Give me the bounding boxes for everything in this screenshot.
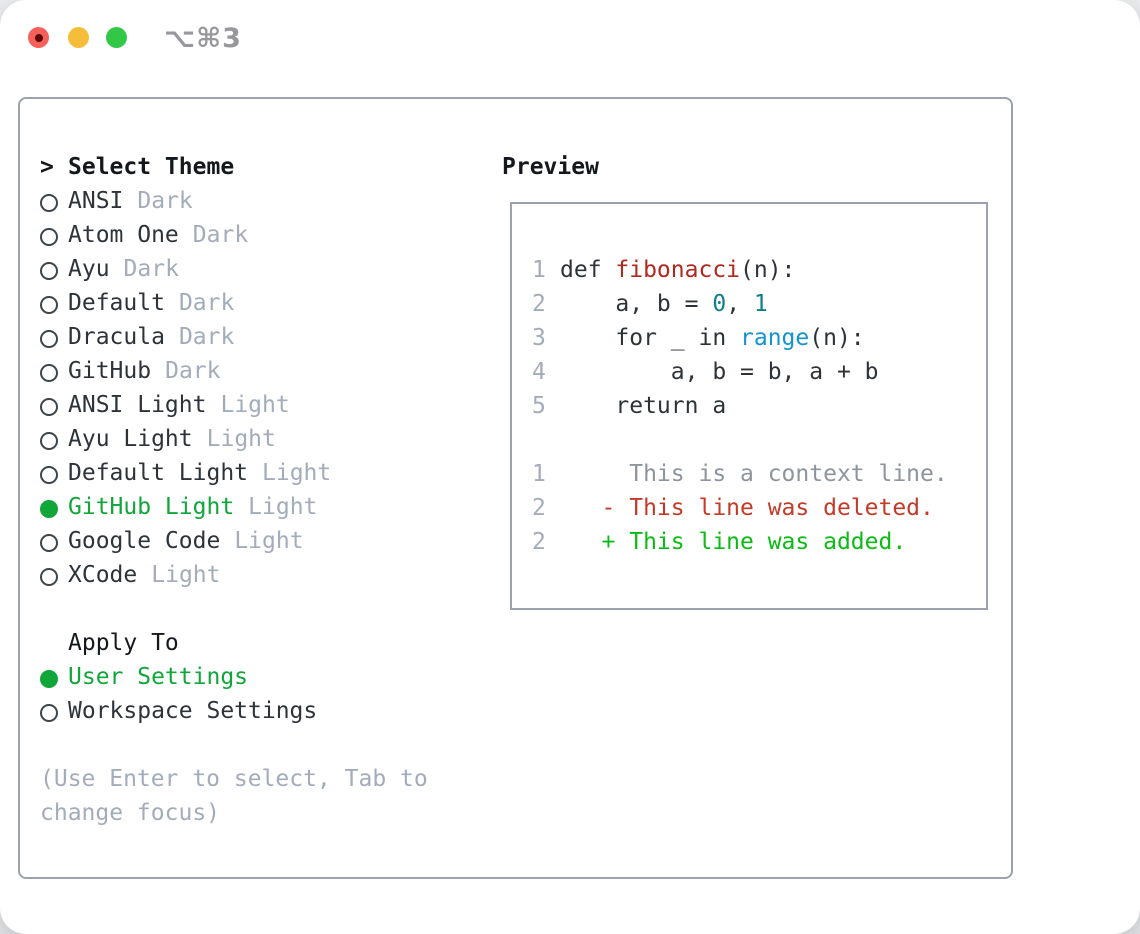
theme-option-atom-one[interactable]: Atom One Dark (40, 218, 331, 252)
theme-variant-label: Dark (137, 188, 193, 214)
code-line: 5 return a (532, 389, 948, 423)
theme-option-google-code[interactable]: Google Code Light (40, 524, 331, 558)
theme-variant-label: Light (151, 562, 221, 588)
code-text: return a (560, 393, 727, 419)
line-number: 2 (532, 495, 546, 521)
option-label: GitHub Light (68, 494, 235, 520)
theme-option-default-light[interactable]: Default Light Light (40, 456, 331, 490)
theme-variant-label: Dark (178, 324, 235, 350)
radio-unselected-icon (40, 558, 68, 592)
option-label: Dracula (68, 324, 165, 350)
apply-option-workspace-settings[interactable]: Workspace Settings (40, 694, 317, 728)
theme-option-github-light[interactable]: GitHub Light Light (40, 490, 331, 524)
radio-unselected-icon (40, 320, 68, 354)
theme-variant-label: Light (248, 494, 318, 520)
radio-unselected-icon (40, 354, 68, 388)
radio-selected-icon (40, 490, 68, 524)
preview-title: Preview (502, 154, 599, 180)
option-label: Atom One (68, 222, 179, 248)
code-text: def fibonacci(n): (560, 257, 796, 283)
radio-unselected-icon (40, 388, 68, 422)
option-label: ANSI Light (68, 392, 207, 418)
radio-unselected-icon (40, 184, 68, 218)
window-title: ⌥⌘3 (164, 23, 242, 54)
radio-unselected-icon (40, 422, 68, 456)
code-line: 1 def fibonacci(n): (532, 253, 948, 287)
code-line: 2 + This line was added. (532, 525, 948, 559)
line-number: 1 (532, 461, 546, 487)
theme-variant-label: Light (262, 460, 332, 486)
select-theme-header: > Select Theme (40, 150, 234, 184)
option-label: GitHub (68, 358, 152, 384)
option-label: Workspace Settings (68, 698, 318, 724)
theme-variant-label: Dark (123, 256, 179, 282)
minimize-button[interactable] (68, 27, 89, 48)
theme-option-ayu-light[interactable]: Ayu Light Light (40, 422, 331, 456)
line-number: 4 (532, 359, 546, 385)
code-line: 2 - This line was deleted. (532, 491, 948, 525)
apply-to-title: Apply To (68, 630, 179, 656)
option-label: User Settings (68, 664, 249, 690)
radio-unselected-icon (40, 456, 68, 490)
option-label: Ayu (68, 256, 110, 282)
line-number (532, 423, 546, 457)
option-label: Ayu Light (68, 426, 193, 452)
code-text: This is a context line. (560, 461, 948, 487)
theme-variant-label: Dark (178, 290, 235, 316)
option-label: Default Light (68, 460, 249, 486)
radio-unselected-icon (40, 218, 68, 252)
line-number: 1 (532, 257, 546, 283)
radio-unselected-icon (40, 524, 68, 558)
theme-variant-label: Dark (192, 222, 249, 248)
theme-option-github[interactable]: GitHub Dark (40, 354, 331, 388)
option-label: XCode (68, 562, 138, 588)
theme-option-ayu[interactable]: Ayu Dark (40, 252, 331, 286)
code-text: + This line was added. (560, 529, 907, 555)
code-line: 3 for _ in range(n): (532, 321, 948, 355)
code-line (532, 423, 948, 457)
code-text: a, b = 0, 1 (560, 291, 768, 317)
theme-option-ansi[interactable]: ANSI Dark (40, 184, 331, 218)
line-number: 2 (532, 291, 546, 317)
radio-selected-icon (40, 660, 68, 694)
theme-option-default[interactable]: Default Dark (40, 286, 331, 320)
theme-variant-label: Light (220, 392, 290, 418)
radio-unselected-icon (40, 286, 68, 320)
option-label: ANSI (68, 188, 124, 214)
hint-text: (Use Enter to select, Tab to change focu… (40, 766, 428, 826)
code-line: 1 This is a context line. (532, 457, 948, 491)
apply-option-user-settings[interactable]: User Settings (40, 660, 317, 694)
prompt-caret: > (40, 154, 54, 180)
line-number: 5 (532, 393, 546, 419)
code-text: a, b = b, a + b (560, 359, 879, 385)
theme-variant-label: Light (206, 426, 276, 452)
line-number: 2 (532, 529, 546, 555)
code-text: - This line was deleted. (560, 495, 934, 521)
select-theme-title: Select Theme (68, 154, 235, 180)
code-line: 2 a, b = 0, 1 (532, 287, 948, 321)
option-label: Google Code (68, 528, 221, 554)
code-line: 4 a, b = b, a + b (532, 355, 948, 389)
close-button[interactable] (28, 27, 49, 48)
theme-variant-label: Dark (165, 358, 221, 384)
theme-option-xcode[interactable]: XCode Light (40, 558, 331, 592)
line-number: 3 (532, 325, 546, 351)
theme-option-ansi-light[interactable]: ANSI Light Light (40, 388, 331, 422)
radio-unselected-icon (40, 694, 68, 728)
theme-option-dracula[interactable]: Dracula Dark (40, 320, 331, 354)
zoom-button[interactable] (106, 27, 127, 48)
option-label: Default (68, 290, 165, 316)
code-text: for _ in range(n): (560, 325, 865, 351)
radio-unselected-icon (40, 252, 68, 286)
theme-variant-label: Light (234, 528, 304, 554)
